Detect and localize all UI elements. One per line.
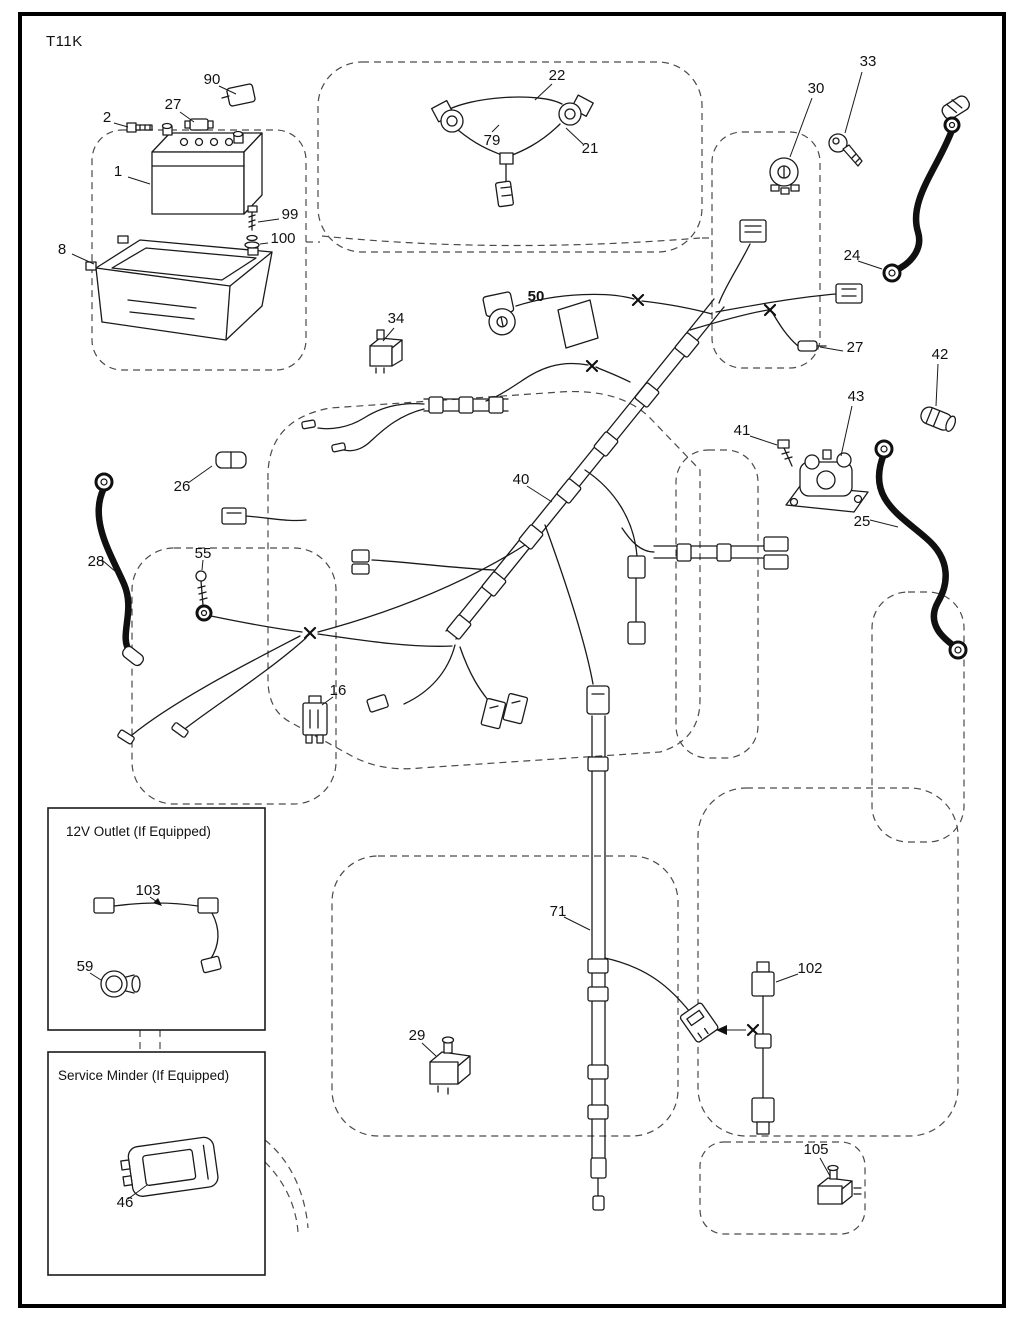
callout-42: 42 xyxy=(932,346,949,363)
harness-102 xyxy=(716,961,775,1135)
ground-cable-28 xyxy=(94,472,144,667)
inset-service-minder-label: Service Minder (If Equipped) xyxy=(58,1068,229,1083)
callout-102: 102 xyxy=(797,960,822,977)
inline-fuse-27b xyxy=(771,311,827,352)
chassis-dashed-outlines xyxy=(91,61,965,1235)
callout-41: 41 xyxy=(734,422,751,439)
plug xyxy=(627,555,646,579)
callout-46: 46 xyxy=(117,1194,134,1211)
page-border xyxy=(18,12,1006,1308)
callout-99: 99 xyxy=(282,206,299,223)
plug xyxy=(366,694,389,713)
battery-cable-24 xyxy=(882,116,961,283)
plug xyxy=(627,621,646,645)
callout-105: 105 xyxy=(803,1141,828,1158)
ignition-key-33 xyxy=(828,133,863,167)
callout-leaders xyxy=(71,71,939,1200)
fuse-27 xyxy=(184,118,214,131)
plug-pair xyxy=(480,692,529,730)
harness-71 xyxy=(586,685,719,1211)
plug xyxy=(351,563,370,575)
callout-79: 79 xyxy=(484,132,501,149)
fuse-26 xyxy=(215,451,247,469)
connector-top xyxy=(739,219,767,243)
callout-30: 30 xyxy=(808,80,825,97)
battery-1 xyxy=(151,122,263,215)
callout-40: 40 xyxy=(513,471,530,488)
left-branch-wires xyxy=(117,615,307,745)
key-switch-50 xyxy=(482,291,516,336)
plunger-switch-34 xyxy=(369,329,403,374)
headlight-connector xyxy=(495,180,514,208)
callout-21: 21 xyxy=(582,140,599,157)
harness-71-plug xyxy=(679,1002,719,1043)
battery-assembly xyxy=(85,83,273,341)
plug xyxy=(763,554,789,570)
callout-2: 2 xyxy=(103,109,111,126)
bullet-terminal xyxy=(171,722,189,738)
connector-16 xyxy=(302,695,328,744)
callout-27b: 27 xyxy=(847,339,864,356)
bullet-terminal xyxy=(331,442,346,453)
plunger-switch-29 xyxy=(429,1036,471,1095)
callout-43: 43 xyxy=(848,388,865,405)
connector-right xyxy=(835,283,863,304)
bolt-2 xyxy=(126,122,153,133)
ignition-switch-30 xyxy=(769,157,800,195)
callout-24: 24 xyxy=(844,247,861,264)
bulb-socket-right xyxy=(558,94,594,126)
screw-55 xyxy=(195,570,213,622)
service-minder-display-46 xyxy=(120,1136,219,1197)
solenoid-43 xyxy=(785,449,869,513)
callout-28: 28 xyxy=(88,553,105,570)
outlet-wire-103 xyxy=(93,896,222,974)
bullet-terminal xyxy=(301,419,316,430)
battery-tray-8 xyxy=(85,235,273,341)
callout-55: 55 xyxy=(195,545,212,562)
inset-outlet-label: 12V Outlet (If Equipped) xyxy=(66,824,211,839)
callout-90: 90 xyxy=(204,71,221,88)
ground-cable-25 xyxy=(874,439,968,660)
small-connector xyxy=(221,507,307,525)
callout-16: 16 xyxy=(330,682,347,699)
connector-90 xyxy=(221,83,256,107)
callout-59: 59 xyxy=(77,958,94,975)
outlet-59 xyxy=(100,970,141,998)
callout-29: 29 xyxy=(409,1027,426,1044)
bolt-41 xyxy=(777,439,793,467)
callout-22: 22 xyxy=(549,67,566,84)
callout-labels: 90 27 2 1 99 100 8 22 79 21 30 33 24 34 … xyxy=(58,53,949,1211)
callout-8: 8 xyxy=(58,241,66,258)
callout-71: 71 xyxy=(550,903,567,920)
inset-12v-outlet: 12V Outlet (If Equipped) xyxy=(47,807,266,1031)
callout-26: 26 xyxy=(174,478,191,495)
terminal-boot xyxy=(941,95,970,120)
callout-1: 1 xyxy=(114,163,122,180)
cover-plate xyxy=(557,299,599,349)
boot-42 xyxy=(920,406,957,432)
inset-box xyxy=(47,807,266,1031)
callout-103: 103 xyxy=(135,882,160,899)
diagram-title: T11K xyxy=(46,33,83,50)
callout-50: 50 xyxy=(528,288,545,305)
plug xyxy=(763,536,789,552)
callout-25: 25 xyxy=(854,513,871,530)
main-harness-40 xyxy=(301,219,863,730)
splice-x-marks xyxy=(303,293,777,1037)
nut-100 xyxy=(244,234,260,249)
callout-33: 33 xyxy=(860,53,877,70)
inset-service-minder: Service Minder (If Equipped) xyxy=(47,1051,266,1276)
switch-105 xyxy=(817,1164,862,1205)
plug xyxy=(351,549,370,563)
callout-27a: 27 xyxy=(165,96,182,113)
callout-34: 34 xyxy=(388,310,405,327)
headlight-harness-22 xyxy=(431,94,594,208)
bulb-socket-left xyxy=(431,99,464,133)
bullet-terminal xyxy=(117,729,135,745)
bolt-99 xyxy=(247,205,258,231)
callout-100: 100 xyxy=(270,230,295,247)
